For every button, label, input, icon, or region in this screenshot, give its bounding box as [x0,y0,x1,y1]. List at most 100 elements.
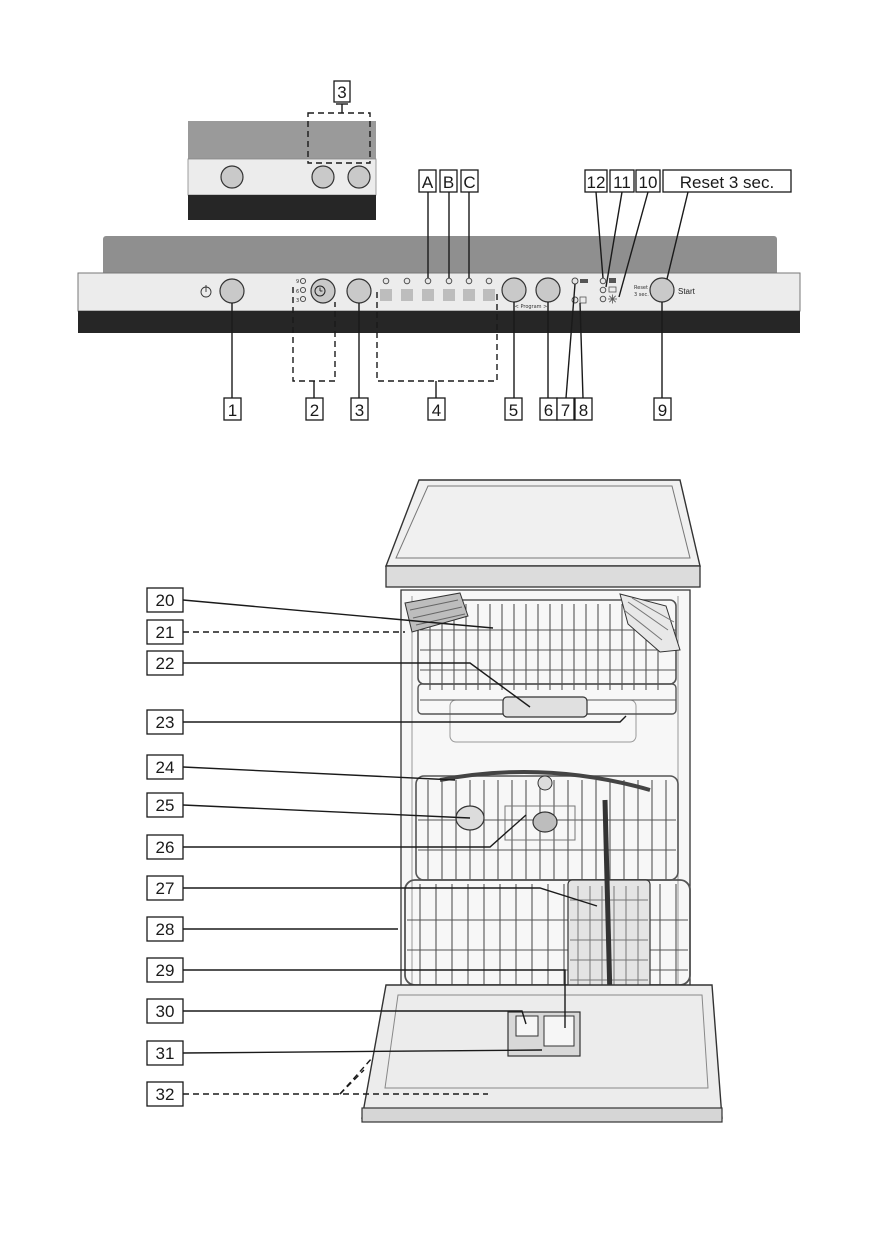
label-box-3 [350,397,369,421]
timer-led-2 [299,286,307,294]
inset-panel: 3 [187,80,377,220]
leader-32-branch-1 [339,1057,373,1095]
timer-hours-2: 6 [296,289,299,295]
label-11: 11 [613,173,631,192]
label-box-1 [223,397,242,421]
inset-button-middle [311,165,335,189]
inset-top-strip [188,121,376,159]
program-symbol-2 [401,289,413,301]
label-30: 30 [156,1002,175,1021]
water-softening-led [571,277,579,285]
lower-spray-arm [439,770,651,792]
dishwasher-top-front [385,565,701,588]
timer-led-3 [299,295,307,303]
program-symbol-3 [422,289,434,301]
label-10: 10 [639,173,658,192]
dishwasher-diagram: 20 21 22 23 24 25 26 27 28 29 30 31 32 [146,479,723,1123]
panel-face [77,272,801,312]
upper-rack-right-insert [619,593,681,653]
timer-led-1 [299,277,307,285]
indicator-icon-12 [609,278,616,283]
label-b: B [443,173,454,192]
upper-rack-right-lines [623,597,675,641]
leader-29 [183,969,566,1028]
start-text: Start [678,287,696,296]
program-symbol-1 [380,289,392,301]
program-next-button [535,277,561,303]
program-indicators [380,277,495,301]
label-29: 29 [156,961,175,980]
leader-20 [182,599,494,629]
rinse-aid-icon [579,296,587,304]
label-box-26 [146,834,184,860]
program-caption: < Program > [515,304,548,310]
label-box-31 [146,1040,184,1066]
program-led-4 [445,277,453,285]
inset-bottom-strip [188,195,376,220]
label-27: 27 [156,879,175,898]
reset-small-text: Reset [634,285,648,291]
inset-dashed-frame [307,112,371,164]
water-softening-icon [580,279,588,283]
label-22: 22 [156,654,175,673]
clock-icon [314,285,326,297]
program-symbol-5 [463,289,475,301]
timer-hours-1: 9 [296,279,299,285]
leader-23 [183,715,627,723]
program-led-5 [465,277,473,285]
dishwasher-top [384,479,701,567]
dishwasher-top-inner [395,485,691,559]
label-26: 26 [156,838,175,857]
label-8: 8 [579,401,588,420]
leader-reset [666,191,689,280]
label-12: 12 [587,173,606,192]
timer-button [310,278,336,304]
half-load-button [346,278,372,304]
label-box-29 [146,957,184,983]
inset-face [187,158,377,196]
indicator-led-11 [599,286,607,294]
label-23: 23 [156,713,175,732]
leader-26 [183,814,527,848]
label-box-4 [427,397,446,421]
label-box-9 [653,397,672,421]
label-box-7 [556,397,575,421]
program-symbol-6 [483,289,495,301]
label-a: A [422,173,434,192]
label-4: 4 [432,401,441,420]
inset-label: 3 [337,83,346,102]
reset-small-text-2: 3 sec. [634,292,649,298]
leader-10 [618,191,649,298]
leader-11 [605,191,623,288]
indicator-icon-10 [608,294,617,304]
leader-32-branch-2 [339,1069,365,1095]
program-led-1 [382,277,390,285]
label-5: 5 [509,401,518,420]
leader-31 [182,1049,543,1054]
indicator-led-10 [599,295,607,303]
label-box-22 [146,650,184,676]
label-20: 20 [156,591,175,610]
upper-spray-arm-cover [502,696,588,718]
indicator-icon-11 [608,286,617,293]
inset-label-box [333,80,351,103]
label-box-5 [504,397,523,421]
label-c: C [463,173,475,192]
spray-arm-hub [537,775,553,791]
door-bottom-edge [361,1107,723,1123]
program-symbol-4 [443,289,455,301]
label-box-8 [574,397,593,421]
reset-label: Reset 3 sec. [680,173,775,192]
label-25: 25 [156,796,175,815]
leader-25 [182,804,471,819]
program-led-6 [485,277,493,285]
label-32: 32 [156,1085,175,1104]
timer-hours-3: 3 [296,298,299,304]
indicator-led-12 [599,277,607,285]
label-28: 28 [156,920,175,939]
program-prev-button [501,277,527,303]
program-led-2 [403,277,411,285]
power-button [219,278,245,304]
upper-basket-wires [429,604,659,690]
